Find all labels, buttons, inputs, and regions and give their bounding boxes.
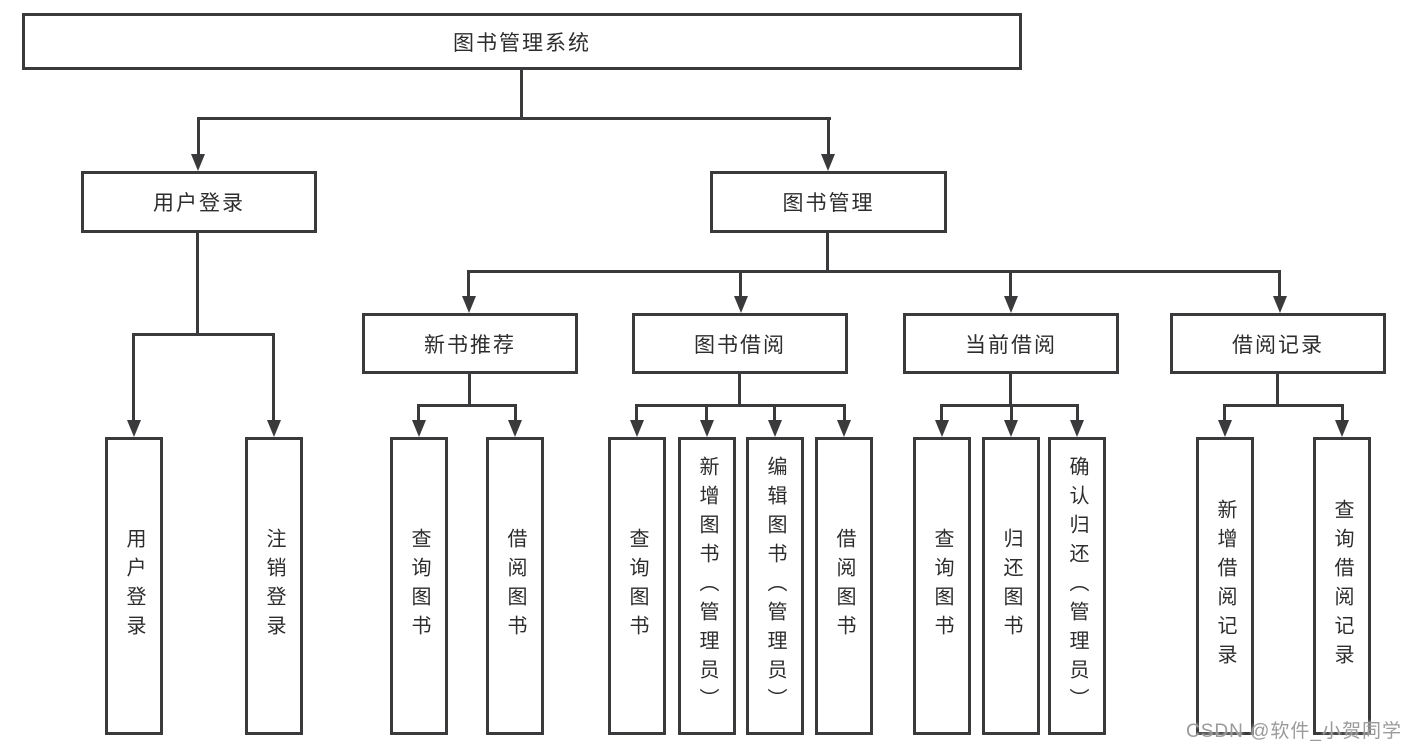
arrowhead [1218, 420, 1232, 437]
node-user-login: 用户登录 [81, 171, 317, 233]
arrowhead [127, 420, 141, 437]
node-new-book-recommend: 新书推荐 [362, 313, 578, 374]
arrowhead [1070, 420, 1084, 437]
connector-hline [417, 404, 517, 407]
connector-vline [739, 270, 742, 297]
leaf-borrow-edit-books-admin: 编辑图书（管理员） [746, 437, 804, 735]
connector-hline [940, 404, 1079, 407]
connector-vline [132, 333, 135, 420]
leaf-recommend-query-books: 查询图书 [390, 437, 448, 735]
arrowhead [935, 420, 949, 437]
connector-vline [514, 404, 517, 421]
arrowhead [267, 420, 281, 437]
arrowhead [1004, 296, 1018, 313]
leaf-records-add-record: 新增借阅记录 [1196, 437, 1254, 735]
connector-vline [1009, 374, 1012, 407]
arrowhead [508, 420, 522, 437]
leaf-current-query-books: 查询图书 [913, 437, 971, 735]
connector-vline [827, 117, 830, 155]
connector-hline [1223, 404, 1344, 407]
connector-vline [1076, 404, 1079, 421]
node-borrow-records: 借阅记录 [1170, 313, 1386, 374]
watermark-text: CSDN @软件_小贺同学 [1186, 721, 1402, 742]
arrowhead [191, 154, 205, 171]
arrowhead [700, 420, 714, 437]
node-book-borrow: 图书借阅 [632, 313, 848, 374]
leaf-borrow-borrow-books: 借阅图书 [815, 437, 873, 735]
leaf-logout: 注销登录 [245, 437, 303, 735]
connector-vline [1341, 404, 1344, 421]
arrowhead [734, 296, 748, 313]
arrowhead [1335, 420, 1349, 437]
arrowhead [462, 296, 476, 313]
connector-vline [826, 233, 829, 273]
connector-hline [132, 333, 275, 336]
leaf-current-return-books: 归还图书 [982, 437, 1040, 735]
connector-vline [1009, 270, 1012, 297]
leaf-recommend-borrow-books: 借阅图书 [486, 437, 544, 735]
connector-vline [468, 374, 471, 407]
connector-vline [1223, 404, 1226, 421]
connector-vline [196, 233, 199, 336]
arrowhead [412, 420, 426, 437]
node-current-borrow: 当前借阅 [903, 313, 1119, 374]
connector-hline [197, 117, 831, 120]
connector-vline [197, 117, 200, 155]
connector-vline [417, 404, 420, 421]
leaf-borrow-query-books: 查询图书 [608, 437, 666, 735]
connector-vline [467, 270, 470, 297]
connector-vline [843, 404, 846, 421]
arrowhead [821, 154, 835, 171]
connector-vline [272, 333, 275, 420]
arrowhead [768, 420, 782, 437]
arrowhead [837, 420, 851, 437]
leaf-borrow-add-books-admin: 新增图书（管理员） [678, 437, 736, 735]
connector-vline [1276, 374, 1279, 407]
leaf-user-login: 用户登录 [105, 437, 163, 735]
arrowhead [1004, 420, 1018, 437]
connector-vline [1278, 270, 1281, 297]
connector-hline [635, 404, 846, 407]
node-root: 图书管理系统 [22, 13, 1022, 70]
connector-vline [520, 70, 523, 118]
connector-vline [940, 404, 943, 421]
leaf-current-confirm-return-admin: 确认归还（管理员） [1048, 437, 1106, 735]
leaf-records-query-record: 查询借阅记录 [1313, 437, 1371, 735]
connector-hline [467, 270, 1281, 273]
connector-vline [635, 404, 638, 421]
connector-vline [705, 404, 708, 421]
arrowhead [1273, 296, 1287, 313]
connector-vline [738, 374, 741, 407]
connector-vline [1010, 404, 1013, 421]
connector-vline [773, 404, 776, 421]
arrowhead [630, 420, 644, 437]
node-book-management: 图书管理 [710, 171, 947, 233]
